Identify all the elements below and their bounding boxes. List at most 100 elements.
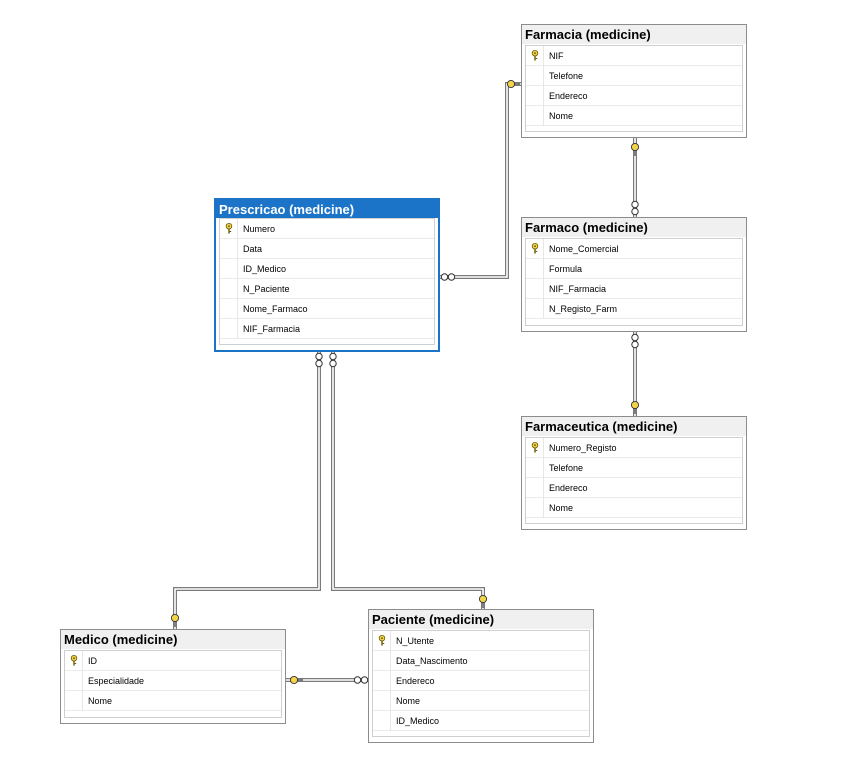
- column-name: Nome: [88, 695, 113, 706]
- column-name: Nome: [549, 502, 574, 513]
- column-name: ID: [88, 655, 97, 666]
- table-title: Paciente (medicine): [369, 610, 593, 629]
- many-end-icon: [440, 273, 456, 281]
- column-name: Nome_Farmaco: [243, 303, 308, 314]
- column-name: N_Utente: [396, 635, 435, 646]
- column-name: NIF: [549, 50, 564, 61]
- table-title: Farmaco (medicine): [522, 218, 746, 237]
- column-row[interactable]: N_Paciente: [220, 278, 434, 299]
- column-row[interactable]: Data: [220, 238, 434, 259]
- many-end-icon: [315, 352, 323, 368]
- column-row[interactable]: N_Registo_Farm: [526, 298, 742, 319]
- column-name: Nome_Comercial: [549, 243, 619, 254]
- one-end-key-icon: [289, 675, 303, 685]
- table-title: Prescricao (medicine): [216, 200, 438, 218]
- column-name: Numero_Registo: [549, 442, 617, 453]
- column-name: N_Paciente: [243, 283, 290, 294]
- row-selector: [373, 650, 391, 671]
- table-title: Farmacia (medicine): [522, 25, 746, 44]
- column-name: Endereco: [549, 482, 588, 493]
- one-end-key-icon: [630, 400, 640, 414]
- column-name: Data: [243, 243, 263, 254]
- one-end-key-icon: [170, 613, 180, 627]
- primary-key-icon: [526, 437, 544, 458]
- row-selector: [526, 258, 544, 279]
- column-name: ID_Medico: [396, 715, 440, 726]
- row-selector: [220, 318, 238, 339]
- column-name: Endereco: [396, 675, 435, 686]
- column-row[interactable]: Nome_Farmaco: [220, 298, 434, 319]
- column-row[interactable]: Especialidade: [65, 670, 281, 691]
- row-selector: [65, 690, 83, 711]
- column-row[interactable]: NIF: [526, 45, 742, 66]
- column-name: Nome: [396, 695, 421, 706]
- column-row[interactable]: Nome: [526, 497, 742, 518]
- row-selector: [526, 65, 544, 86]
- column-row[interactable]: ID: [65, 650, 281, 671]
- many-end-icon: [631, 200, 639, 216]
- table-title: Farmaceutica (medicine): [522, 417, 746, 436]
- relationship-prescricao-medico[interactable]: [173, 352, 321, 629]
- column-name: NIF_Farmacia: [243, 323, 301, 334]
- many-end-icon: [329, 352, 337, 368]
- row-selector: [526, 497, 544, 518]
- column-name: Telefone: [549, 70, 584, 81]
- column-row[interactable]: Nome: [373, 690, 589, 711]
- one-end-key-icon: [630, 142, 640, 156]
- column-name: Telefone: [549, 462, 584, 473]
- column-row[interactable]: Data_Nascimento: [373, 650, 589, 671]
- row-selector: [65, 670, 83, 691]
- column-row[interactable]: Telefone: [526, 457, 742, 478]
- column-row[interactable]: ID_Medico: [373, 710, 589, 731]
- row-selector: [220, 278, 238, 299]
- column-name: Numero: [243, 223, 276, 234]
- row-selector: [373, 710, 391, 731]
- column-name: ID_Medico: [243, 263, 287, 274]
- relationship-prescricao-paciente[interactable]: [331, 352, 485, 609]
- column-row[interactable]: Endereco: [526, 85, 742, 106]
- row-selector: [526, 457, 544, 478]
- column-row[interactable]: Numero_Registo: [526, 437, 742, 458]
- column-row[interactable]: Formula: [526, 258, 742, 279]
- column-row[interactable]: Endereco: [526, 477, 742, 498]
- primary-key-icon: [220, 218, 238, 239]
- primary-key-icon: [373, 630, 391, 651]
- column-row[interactable]: Telefone: [526, 65, 742, 86]
- column-row[interactable]: Nome_Comercial: [526, 238, 742, 259]
- row-selector: [526, 477, 544, 498]
- column-name: N_Registo_Farm: [549, 303, 618, 314]
- column-row[interactable]: NIF_Farmacia: [526, 278, 742, 299]
- column-row[interactable]: Nome: [526, 105, 742, 126]
- row-selector: [220, 258, 238, 279]
- column-row[interactable]: NIF_Farmacia: [220, 318, 434, 339]
- primary-key-icon: [65, 650, 83, 671]
- column-row[interactable]: Endereco: [373, 670, 589, 691]
- many-end-icon: [353, 676, 369, 684]
- column-row[interactable]: Numero: [220, 218, 434, 239]
- column-name: Data_Nascimento: [396, 655, 468, 666]
- column-name: Endereco: [549, 90, 588, 101]
- row-selector: [373, 670, 391, 691]
- one-end-key-icon: [506, 79, 520, 89]
- row-selector: [220, 238, 238, 259]
- column-name: Especialidade: [88, 675, 145, 686]
- relationship-prescricao-farmacia[interactable]: [440, 82, 521, 279]
- column-row[interactable]: ID_Medico: [220, 258, 434, 279]
- column-row[interactable]: N_Utente: [373, 630, 589, 651]
- row-selector: [526, 85, 544, 106]
- column-row[interactable]: Nome: [65, 690, 281, 711]
- many-end-icon: [631, 333, 639, 349]
- column-name: Formula: [549, 263, 583, 274]
- primary-key-icon: [526, 238, 544, 259]
